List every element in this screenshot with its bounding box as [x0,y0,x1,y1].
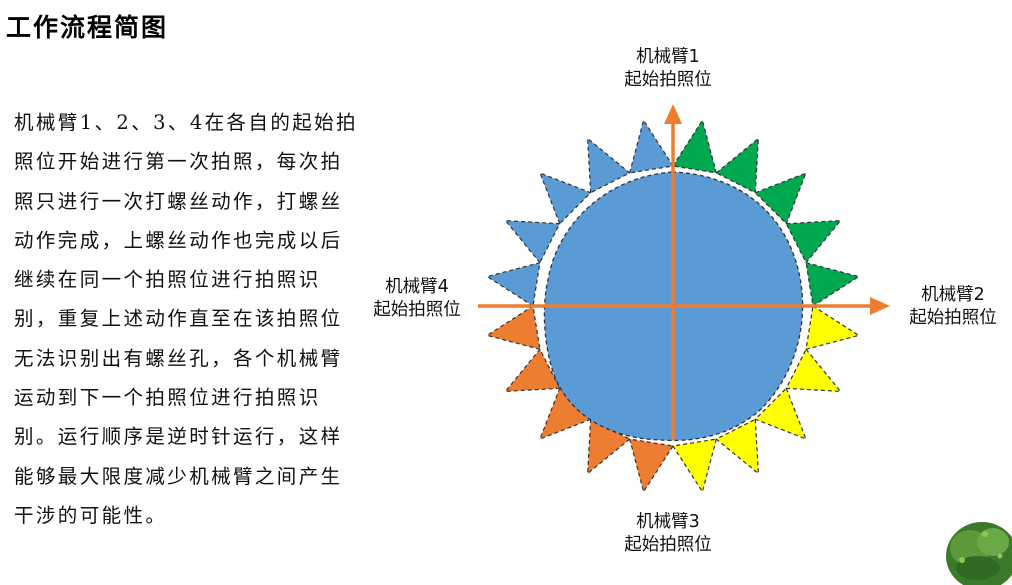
tree-decoration-icon [0,0,1012,585]
